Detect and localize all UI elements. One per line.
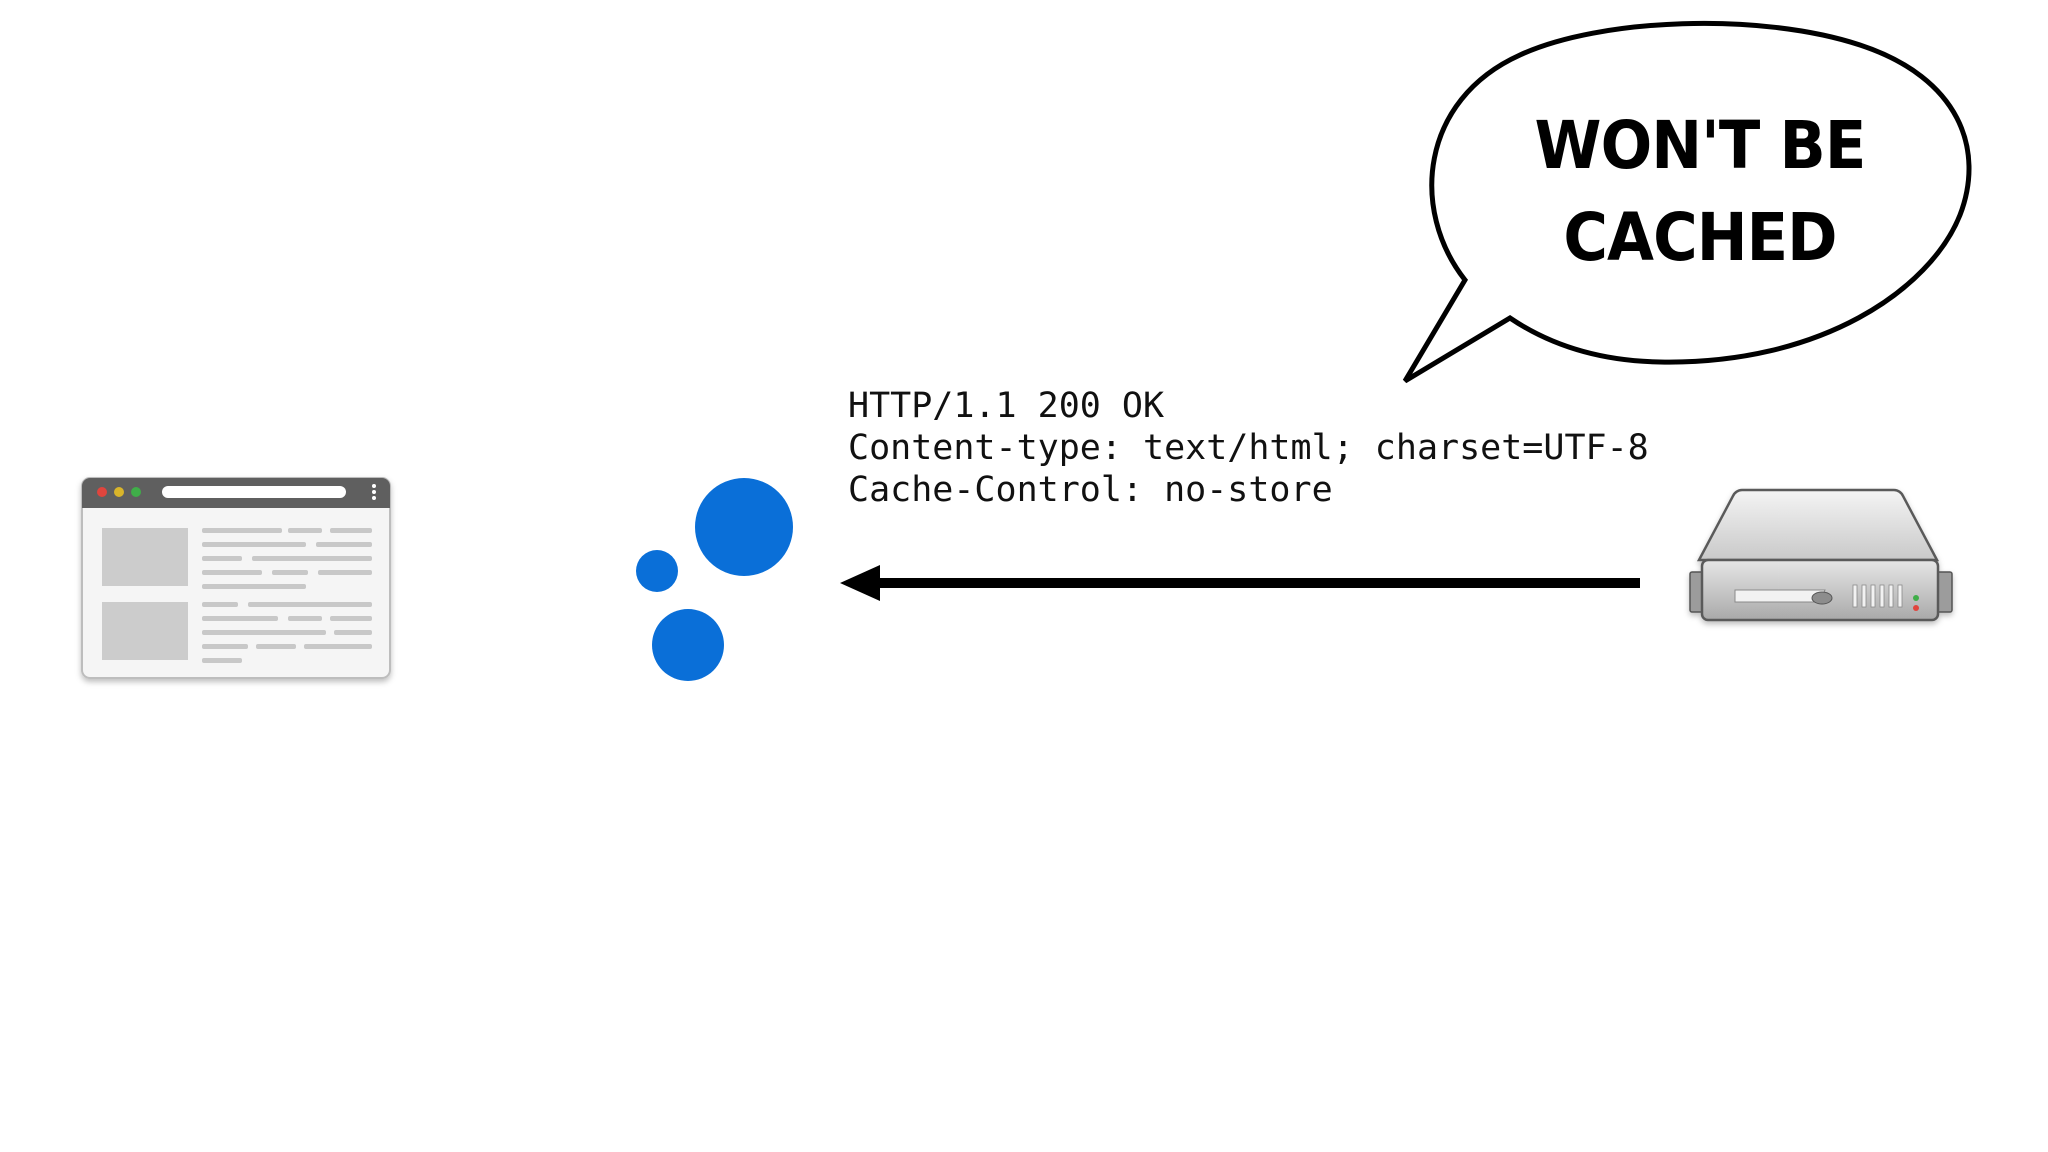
cache-dot-medium bbox=[652, 609, 724, 681]
address-bar bbox=[162, 486, 346, 498]
server-icon bbox=[1689, 488, 1953, 622]
traffic-yellow-icon bbox=[114, 487, 124, 497]
speech-bubble-line: CACHED bbox=[1563, 199, 1837, 276]
traffic-green-icon bbox=[131, 487, 141, 497]
speech-bubble-line: WON'T BE bbox=[1534, 107, 1867, 184]
traffic-red-icon bbox=[97, 487, 107, 497]
status-led-red bbox=[1913, 605, 1919, 611]
speech-bubble-text: WON'T BE CACHED bbox=[1479, 100, 1921, 284]
cache-dot-small bbox=[636, 550, 678, 592]
speech-bubble bbox=[1402, 20, 1972, 384]
browser-window-icon bbox=[81, 477, 391, 679]
cache-control-header: Cache-Control: no-store bbox=[848, 470, 1333, 510]
status-led-green bbox=[1913, 595, 1919, 601]
cache-dots-icon bbox=[636, 478, 793, 681]
arrowhead-icon bbox=[840, 565, 880, 601]
response-arrow bbox=[840, 565, 1640, 601]
content-type-header: Content-type: text/html; charset=UTF-8 bbox=[848, 428, 1649, 468]
cache-dot-large bbox=[695, 478, 793, 576]
status-line: HTTP/1.1 200 OK bbox=[848, 386, 1165, 426]
